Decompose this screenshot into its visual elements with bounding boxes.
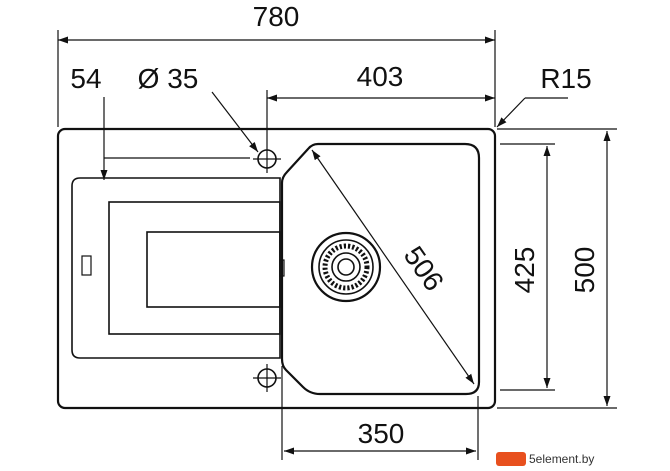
dim-r15-label: R15: [540, 63, 591, 94]
bowl-outline: [280, 142, 481, 396]
dim-506: 506: [311, 149, 475, 385]
dim-403: 403: [266, 61, 495, 145]
dim-500-label: 500: [569, 247, 600, 294]
dim-780-label: 780: [253, 1, 300, 32]
dim-350-label: 350: [358, 418, 405, 449]
drain-icon: [310, 231, 382, 303]
brand-logo-icon: [496, 452, 526, 466]
dim-54: 54: [70, 63, 250, 180]
dim-425: 425: [500, 143, 555, 391]
dim-425-label: 425: [509, 247, 540, 294]
drainboard-outline: [71, 177, 281, 359]
tap-hole-top-icon: [253, 145, 281, 173]
sink-outline: [56, 127, 497, 410]
dim-403-label: 403: [357, 61, 404, 92]
dim-506-label: 506: [398, 241, 450, 297]
dim-54-label: 54: [70, 63, 101, 94]
dim-350: 350: [281, 366, 479, 460]
dim-diameter: Ø 35: [138, 63, 259, 153]
dim-500: 500: [497, 128, 617, 409]
dim-r15: R15: [496, 63, 592, 128]
overflow-slot: [81, 255, 92, 276]
watermark: 5element.by: [496, 449, 594, 469]
dim-diameter-label: Ø 35: [138, 63, 199, 94]
tap-hole-bottom-icon: [253, 364, 281, 392]
watermark-site: 5element.by: [529, 452, 595, 466]
dim-780: 780: [57, 1, 496, 127]
drainboard-groove: [108, 201, 281, 335]
drainboard-recess: [146, 231, 281, 308]
